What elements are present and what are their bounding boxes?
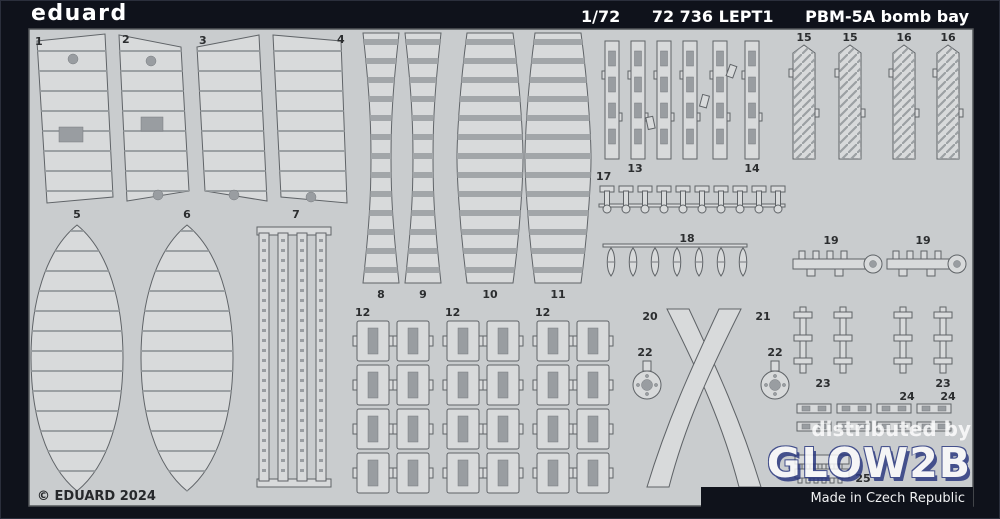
- pn-24b: 24: [940, 390, 956, 403]
- pn-21: 21: [755, 310, 770, 323]
- pn-6: 6: [183, 208, 191, 221]
- pn-19a: 19: [823, 234, 838, 247]
- pn-19b: 19: [915, 234, 930, 247]
- pn-20: 20: [642, 310, 658, 323]
- parts-19-racks: [792, 250, 967, 277]
- pn-10: 10: [482, 288, 498, 301]
- part-18-fairings: [602, 243, 748, 277]
- scale-label: 1/72: [580, 7, 621, 26]
- part-number-labels: 1 2 3 4 5 6 7 8 9 10 11 12 12 12 13 14 1…: [35, 31, 956, 485]
- pn-22b: 22: [767, 346, 782, 359]
- pn-9: 9: [419, 288, 427, 301]
- pn-16b: 16: [940, 31, 956, 44]
- pn-22a: 22: [637, 346, 652, 359]
- pn-7: 7: [292, 208, 300, 221]
- pn-15a: 15: [796, 31, 811, 44]
- catalog-number: 72 736 LEPT1: [651, 7, 774, 26]
- product-title: 1/72 72 736 LEPT1 PBM-5A bomb bay: [581, 7, 969, 26]
- pn-16a: 16: [896, 31, 912, 44]
- pn-4: 4: [337, 33, 345, 46]
- pn-2: 2: [122, 33, 130, 46]
- product-name: PBM-5A bomb bay: [805, 7, 969, 26]
- pn-25: 25: [855, 472, 870, 485]
- pn-14: 14: [744, 162, 760, 175]
- copyright-text: © EDUARD 2024: [37, 489, 156, 504]
- eduard-logo: eduard: [31, 1, 128, 26]
- pn-23a: 23: [815, 377, 830, 390]
- parts-20-21-curved-straps: [646, 308, 762, 488]
- pn-12b: 12: [445, 306, 460, 319]
- pn-13: 13: [627, 162, 642, 175]
- pn-1: 1: [35, 35, 43, 48]
- pn-12a: 12: [355, 306, 370, 319]
- pn-15b: 15: [842, 31, 857, 44]
- made-in-text: Made in Czech Republic: [810, 491, 965, 506]
- pn-23b: 23: [935, 377, 950, 390]
- pn-12c: 12: [535, 306, 550, 319]
- parts-13-14-strips: [601, 40, 763, 160]
- part-17-clips: [598, 185, 786, 214]
- pn-3: 3: [199, 34, 207, 47]
- pn-18: 18: [679, 232, 694, 245]
- pn-8: 8: [377, 288, 385, 301]
- pn-24a: 24: [899, 390, 915, 403]
- pn-17: 17: [596, 170, 611, 183]
- parts-1-4-door-panels: [36, 33, 348, 204]
- part-7-rails: [256, 226, 332, 488]
- pn-11: 11: [550, 288, 565, 301]
- corner-shade: [701, 487, 973, 508]
- pn-5: 5: [73, 208, 81, 221]
